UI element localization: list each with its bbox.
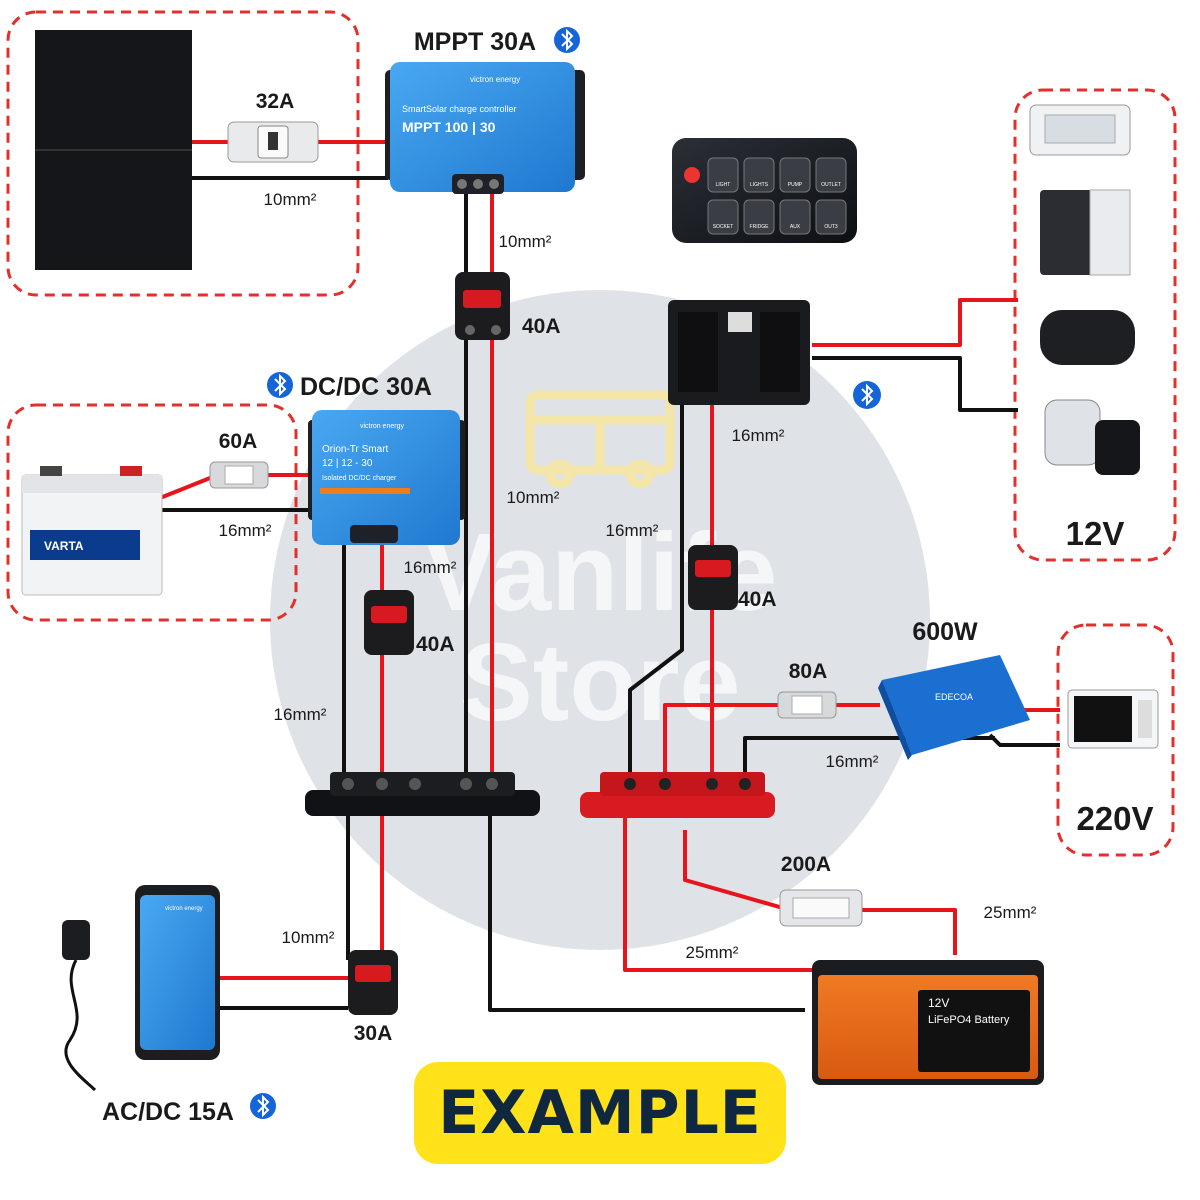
solar-zone	[6, 10, 360, 297]
dcdc-bus-cable-label: 16mm²	[274, 705, 327, 724]
pv-cable-label: 10mm²	[264, 190, 317, 209]
dcdc-breaker-icon	[364, 590, 414, 655]
panel-switch-label: LIGHT	[716, 182, 731, 188]
charger-breaker-rating: 30A	[354, 1022, 393, 1045]
charger-breaker-icon	[348, 950, 398, 1015]
inverter-cable-label: 16mm²	[826, 752, 879, 771]
pv-fuse-icon	[227, 121, 319, 163]
inverter-brand: EDECOA	[935, 692, 973, 702]
panel-switch-button	[779, 199, 811, 235]
wires	[159, 140, 1060, 1012]
panel-switch-button	[707, 157, 739, 193]
inverter: EDECOA	[878, 655, 1030, 760]
panel-switch-button	[815, 199, 847, 235]
panel-switch-label: OUT3	[824, 224, 838, 230]
lifepo4-name: LiFePO4 Battery	[928, 1014, 1010, 1026]
dcdc-brand: victron energy	[360, 423, 404, 430]
dcdc-out-cable-label: 16mm²	[404, 558, 457, 577]
mppt-out-cable-label: 10mm²	[499, 232, 552, 251]
panel-switch-label: SOCKET	[713, 224, 734, 230]
dc-loads-zone	[1013, 88, 1177, 562]
ac-loads-zone	[1056, 623, 1175, 857]
switch-control-panel: LIGHT LIGHTS PUMP OUTLET SOCKET FRIDGE AUX OUT3	[672, 138, 857, 243]
mppt-subtitle: SmartSolar charge controller	[402, 104, 517, 114]
acdc-title: AC/DC 15A	[102, 1098, 234, 1126]
example-badge: EXAMPLE	[414, 1062, 786, 1164]
fridge-icon	[1040, 189, 1131, 276]
lifepo4-battery: 12V LiFePO4 Battery	[812, 960, 1044, 1085]
dcdc-desc: Isolated DC/DC charger	[322, 475, 397, 482]
starter-cable-label: 16mm²	[219, 521, 272, 540]
mppt-brand: victron energy	[470, 75, 520, 84]
dcdc-breaker-rating: 40A	[416, 633, 455, 656]
main-fuse-icon	[779, 889, 863, 927]
inverter-title: 600W	[912, 618, 978, 646]
dc-zone-label: 12V	[1066, 515, 1125, 552]
inverter-fuse-icon	[777, 691, 837, 719]
panel-switch-button	[815, 157, 847, 193]
panel-switch-label: PUMP	[788, 182, 803, 188]
acdc-charger: victron energy	[135, 885, 220, 1060]
ac-zone-label: 220V	[1076, 800, 1153, 837]
battery-neg-cable-label: 25mm²	[686, 943, 739, 962]
main-fuse-rating: 200A	[781, 853, 831, 876]
panel-switch-label: LIGHTS	[750, 182, 769, 188]
bluetooth-icon	[853, 381, 881, 409]
battery-pos-cable-label: 25mm²	[984, 903, 1037, 922]
starter-fuse-rating: 60A	[219, 430, 258, 453]
fusebox-out-cable-label: 16mm²	[732, 426, 785, 445]
mppt-breaker-icon	[455, 272, 510, 340]
water-pump-icon	[1044, 399, 1140, 475]
panel-switch-label: AUX	[790, 224, 801, 230]
mppt-bus-cable-label: 10mm²	[507, 488, 560, 507]
mppt-charge-controller: victron energy SmartSolar charge control…	[385, 62, 585, 194]
panel-switch-button	[743, 199, 775, 235]
lifepo4-voltage: 12V	[928, 996, 949, 1010]
power-plug-icon	[62, 920, 97, 1092]
watermark-line2: Store	[459, 621, 740, 744]
fuse-box	[668, 300, 810, 405]
panel-switch-label: FRIDGE	[750, 224, 770, 230]
panel-switch-label: OUTLET	[821, 182, 841, 188]
bluetooth-icon	[250, 1093, 276, 1119]
dcdc-charger: victron energy Orion-Tr Smart 12 | 12 - …	[308, 410, 465, 545]
starter-fuse-icon	[209, 461, 269, 489]
fusebox-breaker-rating: 40A	[738, 588, 777, 611]
solar-panel	[35, 30, 192, 270]
panel-switch-button	[707, 199, 739, 235]
starter-zone	[6, 403, 298, 622]
inverter-fuse-rating: 80A	[789, 660, 828, 683]
dcdc-title: DC/DC 30A	[300, 373, 432, 401]
dcdc-name: Orion-Tr Smart	[322, 444, 389, 455]
dcdc-model: 12 | 12 - 30	[322, 458, 373, 469]
bluetooth-icon	[267, 372, 293, 398]
mppt-breaker-rating: 40A	[522, 315, 561, 338]
pv-fuse-rating: 32A	[256, 90, 295, 113]
panel-switch-button	[779, 157, 811, 193]
zone-borders	[6, 10, 1177, 857]
fusebox-breaker-icon	[688, 545, 738, 610]
positive-busbar	[580, 772, 775, 818]
starter-battery-brand: VARTA	[44, 539, 84, 553]
diesel-heater-icon	[1040, 310, 1135, 365]
roof-vent-icon	[1029, 104, 1131, 156]
mppt-model: MPPT 100 | 30	[402, 119, 496, 135]
acdc-brand: victron energy	[165, 906, 203, 912]
bluetooth-icon	[554, 27, 580, 53]
negative-busbar	[305, 772, 540, 816]
microwave-icon	[1067, 689, 1159, 749]
starter-battery: VARTA	[21, 466, 163, 596]
fusebox-in-cable-label: 16mm²	[606, 521, 659, 540]
mppt-title: MPPT 30A	[414, 28, 536, 56]
camper-van-icon	[525, 390, 675, 489]
panel-switch-button	[743, 157, 775, 193]
charger-cable-label: 10mm²	[282, 928, 335, 947]
